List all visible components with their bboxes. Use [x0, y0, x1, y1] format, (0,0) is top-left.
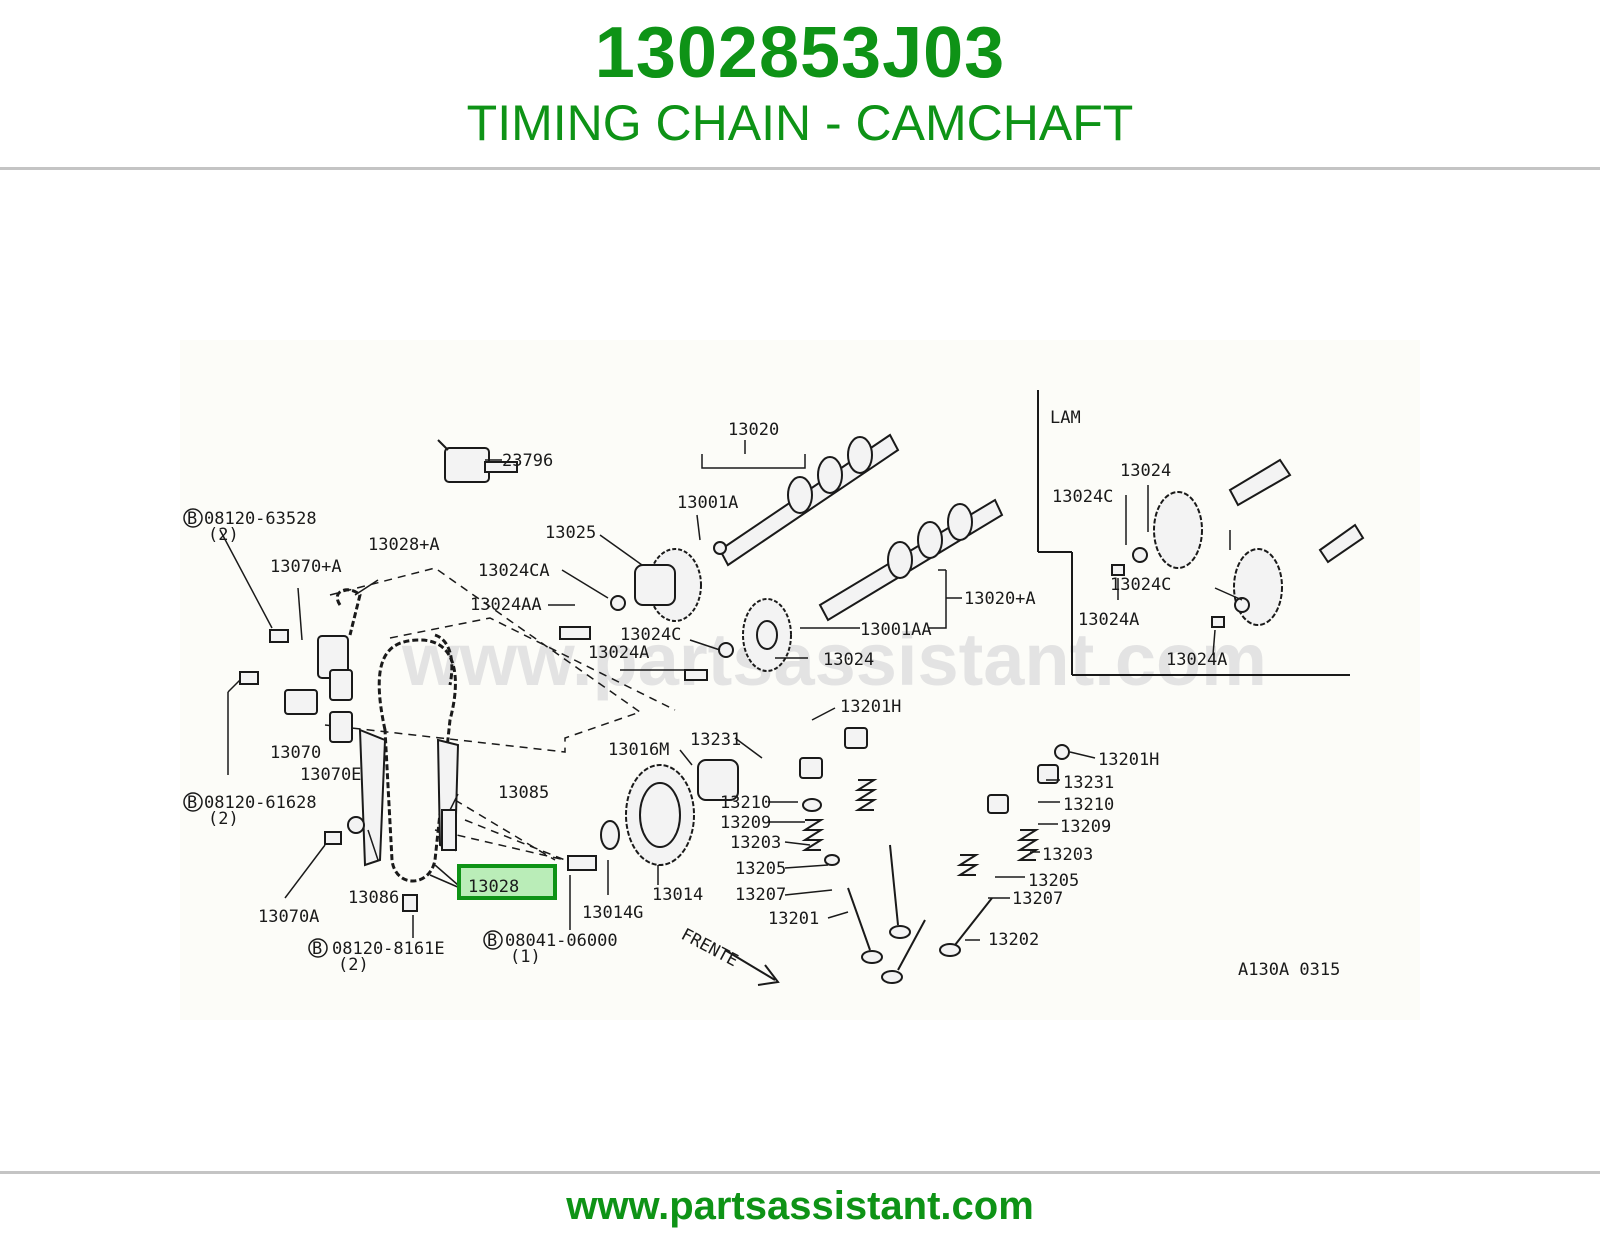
- callout-label: 13024C: [1110, 575, 1171, 595]
- callout-label: 13203: [1042, 845, 1093, 865]
- callout-label: 13086: [348, 888, 399, 908]
- watermark-text: www.partsassistant.com: [401, 618, 1267, 701]
- timing-chain: [336, 588, 457, 883]
- diagram-canvas: www.partsassistant.com: [183, 390, 1365, 986]
- header-divider: [0, 167, 1600, 170]
- callout-label: 13014G: [582, 903, 643, 923]
- callout-label: 13024A: [1166, 650, 1227, 670]
- bolt-marker-letter: B: [312, 939, 322, 959]
- callout-label: 13024A: [1078, 610, 1139, 630]
- bolt-qty: (2): [338, 955, 369, 975]
- callout-label: 13210: [720, 793, 771, 813]
- callout-label: 13202: [988, 930, 1039, 950]
- bolt-code: 08041-06000: [505, 931, 618, 951]
- callout-label: 13020: [728, 420, 779, 440]
- callout-label: 13203: [730, 833, 781, 853]
- bolts: [239, 626, 708, 912]
- inset-label: LAM: [1050, 408, 1081, 428]
- callout-label: 13201: [768, 909, 819, 929]
- bolt-code: 08120-63528: [204, 509, 317, 529]
- callout-label: 13024C: [620, 625, 681, 645]
- inset-frame: [1037, 390, 1350, 676]
- direction-label: FRENTE: [678, 925, 742, 971]
- callout-label: 13024AA: [470, 595, 542, 615]
- bolt-code: 08120-61628: [204, 793, 317, 813]
- callout-label: 13207: [735, 885, 786, 905]
- callout-label: 13231: [690, 730, 741, 750]
- callout-label: 13024C: [1052, 487, 1113, 507]
- footer-divider: [0, 1171, 1600, 1174]
- callout-label: 13231: [1063, 773, 1114, 793]
- sensor-23796: [437, 439, 518, 483]
- crank-sprocket: [600, 759, 739, 866]
- callout-labels: 23796 13020 13001A 13025 13024CA 13024AA…: [258, 420, 1227, 950]
- bolt-spec-labels: 08120-63528 (2) 08120-61628 (2) 08120-81…: [204, 509, 618, 975]
- bolt-code: 08120-8161E: [332, 939, 445, 959]
- callout-label: 13205: [1028, 871, 1079, 891]
- callout-label: 13014: [652, 885, 703, 905]
- valve-train: [799, 727, 1070, 984]
- page-header: 1302853J03 TIMING CHAIN - CAMCHAFT: [0, 0, 1600, 168]
- callout-label: 13024: [1120, 461, 1171, 481]
- chain-tensioner: [284, 635, 365, 834]
- callout-label: 13201H: [840, 697, 901, 717]
- camshafts: [718, 433, 1004, 622]
- engine-outline-dashed: [324, 567, 676, 861]
- bolt-qty: (1): [510, 947, 541, 967]
- callout-label: 13210: [1063, 795, 1114, 815]
- callout-label: 13207: [1012, 889, 1063, 909]
- bolt-marker-letters: B B B B: [187, 509, 497, 959]
- bolt-marker-letter: B: [187, 509, 197, 529]
- callout-label: 13028+A: [368, 535, 440, 555]
- callout-label: 13070+A: [270, 557, 342, 577]
- callout-label: 13085: [498, 783, 549, 803]
- callout-label: 13205: [735, 859, 786, 879]
- inset-sprockets: [1111, 458, 1365, 628]
- callout-label: 13001A: [677, 493, 738, 513]
- part-number-heading: 1302853J03: [594, 13, 1006, 93]
- callout-label: 13209: [720, 813, 771, 833]
- callout-label: 13209: [1060, 817, 1111, 837]
- callout-label: 13020+A: [964, 589, 1036, 609]
- callout-label: 13070E: [300, 765, 361, 785]
- bolt-marker-letter: B: [487, 931, 497, 951]
- callout-label: 13001AA: [860, 620, 932, 640]
- highlighted-part-box[interactable]: [457, 864, 557, 900]
- cam-sprockets: [610, 541, 792, 672]
- drawing-code: A130A 0315: [1238, 960, 1340, 980]
- callout-label: 13024: [823, 650, 874, 670]
- bolt-markers: [183, 508, 503, 958]
- callout-label: 13070: [270, 743, 321, 763]
- callout-label: 13024CA: [478, 561, 550, 581]
- bolt-qty: (2): [208, 809, 239, 829]
- bolt-qty: (2): [208, 525, 239, 545]
- leader-lines: [219, 440, 1243, 941]
- callout-label: 13070A: [258, 907, 319, 927]
- chain-guides: [358, 728, 460, 867]
- callout-label: 13201H: [1098, 750, 1159, 770]
- direction-arrow: [724, 949, 780, 986]
- callout-label: 13024A: [588, 643, 649, 663]
- bolt-marker-letter: B: [187, 793, 197, 813]
- exploded-parts-diagram: www.partsassistant.com: [180, 340, 1420, 1020]
- part-title-heading: TIMING CHAIN - CAMCHAFT: [466, 95, 1134, 151]
- callout-label: 23796: [502, 451, 553, 471]
- callout-label: 13025: [545, 523, 596, 543]
- site-url-link[interactable]: www.partsassistant.com: [566, 1184, 1034, 1228]
- callout-label: 13016M: [608, 740, 669, 760]
- highlighted-part-label[interactable]: 13028: [468, 877, 519, 897]
